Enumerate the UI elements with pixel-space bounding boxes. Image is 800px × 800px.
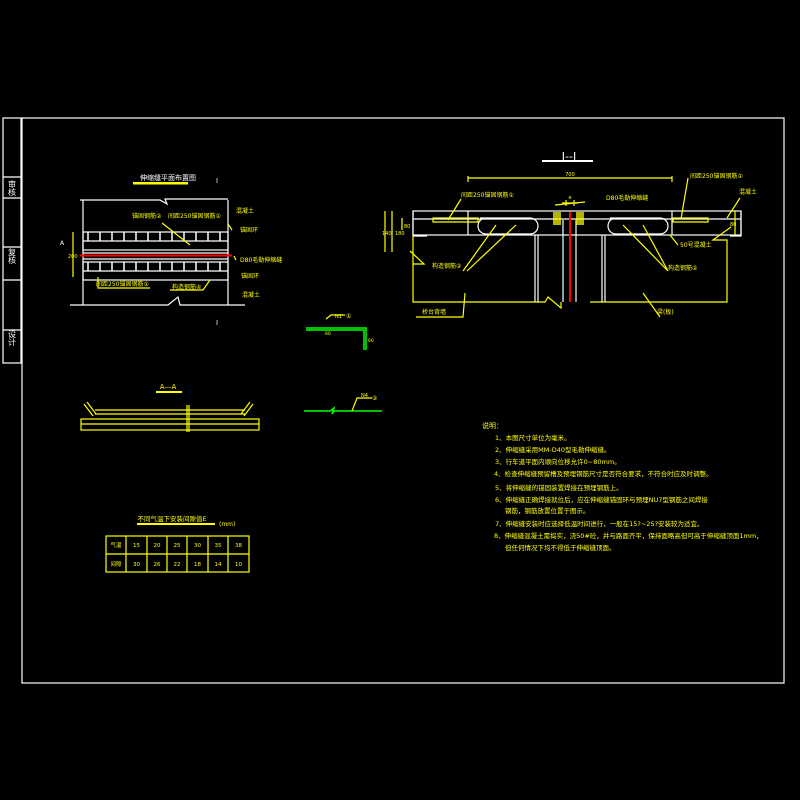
detail-n4-label: N4 xyxy=(361,393,368,399)
review-label: 审核 xyxy=(8,179,17,197)
plan-section-mark-top: I xyxy=(216,177,218,185)
note-item: 8、伸缩缝混凝土需捣实，浇50#砼，并与路面齐平，保持面略高但可高于伸缩缝顶面1… xyxy=(494,531,763,540)
detail-n1-label: N1 xyxy=(335,314,342,320)
plan-label-anchor-ring-bottom: 锚固环 xyxy=(241,272,259,280)
plan-label-joint: D80毛勒伸缩缝 xyxy=(240,256,282,264)
note-item: 4、检查伸缩缝预留槽及预埋钢筋尺寸是否符合要求，不符合时应及时调整。 xyxy=(494,469,713,478)
section-title: I--I xyxy=(562,150,576,163)
note-item: 2、伸缩缝采用MM-D40型毛勒伸缩缝。 xyxy=(495,445,610,454)
title-block xyxy=(2,117,22,364)
rebar-details: N1 ① 80 60 N4 ② xyxy=(304,313,382,415)
gap-cell: 22 xyxy=(174,562,181,568)
section-label-beam: 梁(板) xyxy=(657,308,674,316)
note-item: 但任何情况下均不得低于伸缩缝顶面。 xyxy=(505,543,616,552)
plan-dim: 200 xyxy=(68,254,78,260)
detail-n4-circle: ② xyxy=(372,395,378,402)
detail-n1-circle: ① xyxy=(346,313,351,320)
row-label-temperature: 气温 xyxy=(110,541,122,549)
section-aa: A—A xyxy=(80,383,260,432)
plan-label-struct-bar: 构造钢筋④ xyxy=(172,283,201,291)
section-dim-gap: e xyxy=(568,195,571,201)
temperature-cell: 20 xyxy=(154,543,161,549)
section-ii: I--I 700 e 140 180 80 80 间距250锚固钢筋① D80毛… xyxy=(382,150,757,318)
section-dim-h3: 80 xyxy=(404,224,410,230)
section-label-concrete: 混凝土 xyxy=(739,188,757,196)
plan-label-concrete-top: 混凝土 xyxy=(236,207,254,215)
notes: 说明： 1、本图尺寸单位为毫米。 2、伸缩缝采用MM-D40型毛勒伸缩缝。 3、行车… xyxy=(482,421,763,552)
section-dim-total: 700 xyxy=(565,172,575,178)
section-dim-h4: 80 xyxy=(730,222,736,228)
note-item: 钢筋，钢筋放置位置于图示。 xyxy=(505,506,590,515)
plan-title: 伸缩缝平面布置图 xyxy=(140,173,196,182)
temperature-cell: 30 xyxy=(194,543,201,549)
section-label-spacing-bar-left: 间距250锚固钢筋① xyxy=(461,191,514,199)
plan-view: 伸缩缝平面布置图 200 A I I 锚固钢筋② 间距250锚固钢筋① 混凝土 … xyxy=(60,173,282,327)
note-item: 5、将伸缩缝的锚固装置焊接在预埋钢筋上。 xyxy=(495,483,623,492)
detail-n1-dim: 80 xyxy=(325,331,331,337)
note-item: 6、伸缩缝正确焊接就位后，应在伸缩缝锚固环与预埋NU7型钢筋之间焊接 xyxy=(495,495,708,504)
section-label-struct-bar-right: 构造钢筋② xyxy=(668,264,698,272)
plan-label-spacing-bar-bottom: 间距250锚固钢筋① xyxy=(96,280,149,288)
gap-table-title: 不同气温下安装间隙值E xyxy=(137,514,206,523)
temperature-cell: 38 xyxy=(235,543,242,549)
gap-cell: 10 xyxy=(235,562,242,568)
section-label-spacing-bar-right: 间距250锚固钢筋① xyxy=(690,172,743,180)
section-label-abutment: 桥台背墙 xyxy=(422,308,446,316)
plan-label-spacing-bar-top: 间距250锚固钢筋① xyxy=(168,212,221,220)
gap-cell: 14 xyxy=(215,562,222,568)
temperature-cell: 15 xyxy=(133,543,140,549)
plan-section-side-mark: A xyxy=(60,240,65,247)
note-item: 3、行车道平面内顺向位移允许0~80mm。 xyxy=(495,457,621,466)
design-label: 设计 xyxy=(8,329,17,347)
outer-frame xyxy=(21,117,785,684)
row-label-gap: 间隙 xyxy=(110,560,122,568)
gap-cell: 30 xyxy=(133,562,140,568)
temperature-cell: 35 xyxy=(215,543,222,549)
gap-table-unit: (mm) xyxy=(219,521,235,528)
plan-section-mark-bottom: I xyxy=(216,319,218,327)
temperature-cell: 25 xyxy=(174,543,181,549)
detail-n1-dim-v: 60 xyxy=(368,338,374,344)
section-label-c50: 50号混凝土 xyxy=(680,241,712,249)
aa-title: A—A xyxy=(160,383,177,391)
plan-label-anchor-bar: 锚固钢筋② xyxy=(132,212,162,220)
section-dim-h2: 180 xyxy=(395,231,405,237)
check-label: 复核 xyxy=(8,247,17,265)
note-item: 7、伸缩缝安装时应选择低温时间进行，一般在15?~25?安装较为适宜。 xyxy=(495,519,704,528)
plan-label-concrete-bottom: 混凝土 xyxy=(242,291,260,299)
section-label-joint: D80毛勒伸缩缝 xyxy=(606,194,648,202)
section-dim-h1: 140 xyxy=(382,231,392,237)
note-item: 1、本图尺寸单位为毫米。 xyxy=(495,433,571,442)
section-label-struct-bar-left: 构造钢筋② xyxy=(432,262,462,270)
gap-cell: 18 xyxy=(194,562,201,568)
notes-heading: 说明： xyxy=(482,421,503,430)
plan-label-anchor-ring-top: 锚固环 xyxy=(240,226,258,234)
gap-cell: 26 xyxy=(154,562,161,568)
